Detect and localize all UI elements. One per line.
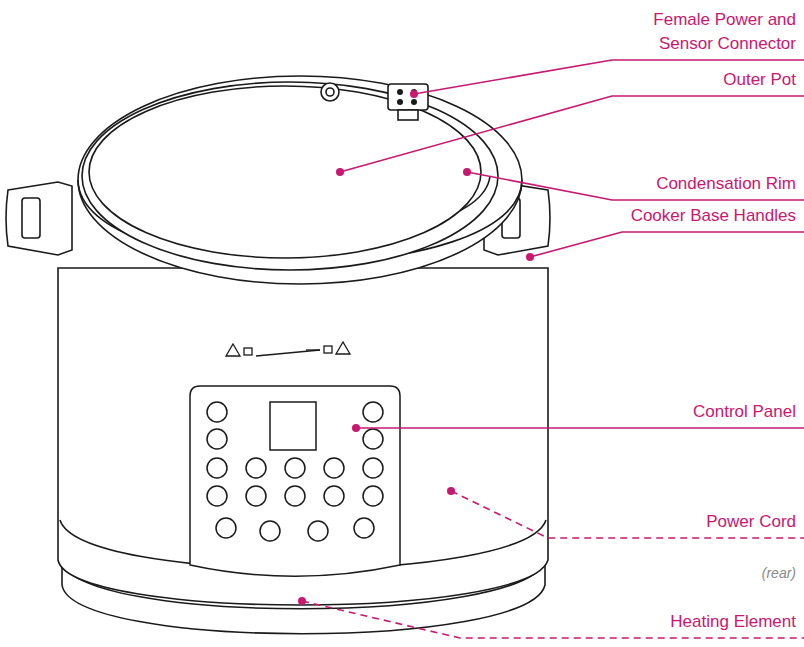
lock-symbols [226,342,350,356]
steam-knob [321,83,339,101]
display [270,402,316,450]
part-label: Heating Element [670,610,796,634]
power-connector [388,84,428,110]
left-handle [6,182,72,255]
cooker-body [58,268,548,605]
leader-dots [298,90,534,605]
condensation-rim [78,76,522,284]
lid-edge [82,82,498,270]
part-label: Control Panel [693,400,796,424]
part-label: Power Cord [706,510,796,534]
connector-pins [397,89,417,105]
part-label: Female Power and Sensor Connector [606,8,796,56]
connector-stem [398,110,418,120]
part-label: Outer Pot [723,68,796,92]
outer-pot-disc [89,86,481,258]
steam-knob-inner [326,88,334,96]
part-label: Condensation Rim [656,172,796,196]
left-handle-grip [22,198,40,238]
leader-lines [302,60,804,638]
part-label: Cooker Base Handles [631,204,796,228]
cooker-outline [6,76,550,634]
control-panel [190,386,400,576]
location-note: (rear) [762,561,796,585]
